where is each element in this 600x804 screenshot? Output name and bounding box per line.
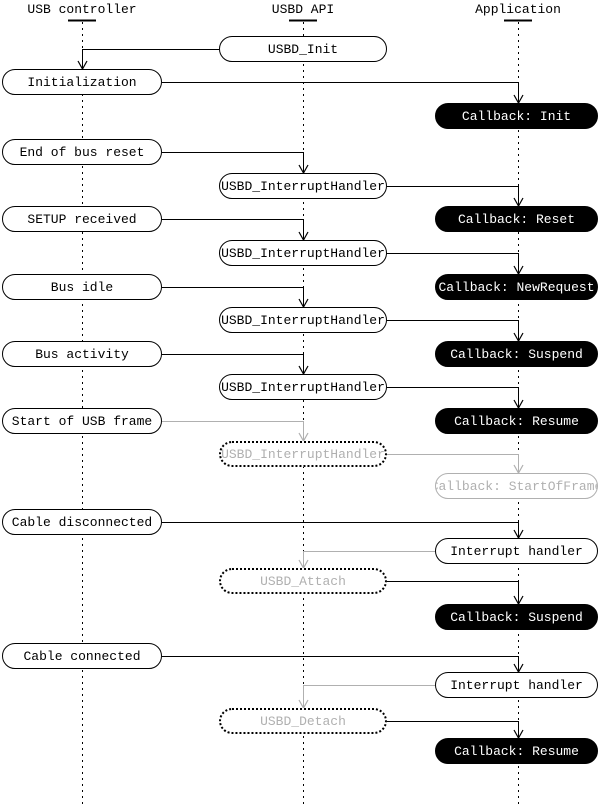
node-usbd-interrupthandler: USBD_InterruptHandler: [219, 173, 387, 199]
node-end-of-bus-reset: End of bus reset: [2, 139, 162, 165]
connector-line: [82, 49, 219, 69]
node-callback-suspend: Callback: Suspend: [435, 604, 598, 630]
node-callback-reset: Callback: Reset: [435, 206, 598, 232]
connector-line: [387, 253, 519, 274]
column-title-usbd-api: USBD API: [271, 2, 335, 17]
node-callback-resume: Callback: Resume: [435, 408, 598, 434]
node-usbd-interrupthandler: USBD_InterruptHandler: [219, 307, 387, 333]
connector-line: [162, 354, 304, 374]
node-usbd-init: USBD_Init: [219, 36, 387, 62]
connector-line: [162, 421, 304, 441]
node-callback-suspend: Callback: Suspend: [435, 341, 598, 367]
node-usbd-detach: USBD_Detach: [219, 708, 387, 734]
node-interrupt-handler: Interrupt handler: [435, 538, 598, 564]
node-bus-idle: Bus idle: [2, 274, 162, 300]
connector-line: [387, 581, 519, 604]
node-start-of-usb-frame: Start of USB frame: [2, 408, 162, 434]
connector-line: [387, 454, 519, 473]
connector-line: [387, 186, 519, 206]
node-bus-activity: Bus activity: [2, 341, 162, 367]
node-setup-received: SETUP received: [2, 206, 162, 232]
node-callback-startofframe: Callback: StartOfFrame: [435, 473, 598, 499]
connector-line: [387, 721, 519, 738]
column-title-application: Application: [475, 2, 561, 17]
node-cable-disconnected: Cable disconnected: [2, 509, 162, 535]
node-callback-init: Callback: Init: [435, 103, 598, 129]
connector-line: [162, 522, 519, 538]
connector-line: [303, 551, 435, 568]
connector-line: [303, 685, 435, 708]
node-usbd-interrupthandler: USBD_InterruptHandler: [219, 441, 387, 467]
node-usbd-interrupthandler: USBD_InterruptHandler: [219, 240, 387, 266]
node-initialization: Initialization: [2, 69, 162, 95]
connector-line: [162, 152, 304, 173]
node-callback-resume: Callback: Resume: [435, 738, 598, 764]
connector-line: [162, 656, 519, 672]
node-callback-newrequest: Callback: NewRequest: [435, 274, 598, 300]
connector-line: [162, 287, 304, 307]
node-cable-connected: Cable connected: [2, 643, 162, 669]
node-interrupt-handler: Interrupt handler: [435, 672, 598, 698]
node-usbd-interrupthandler: USBD_InterruptHandler: [219, 374, 387, 400]
connector-line: [162, 219, 304, 240]
node-usbd-attach: USBD_Attach: [219, 568, 387, 594]
connector-line: [387, 387, 519, 408]
connector-line: [387, 320, 519, 341]
connector-line: [162, 82, 519, 103]
column-title-usb-controller: USB controller: [27, 2, 137, 17]
